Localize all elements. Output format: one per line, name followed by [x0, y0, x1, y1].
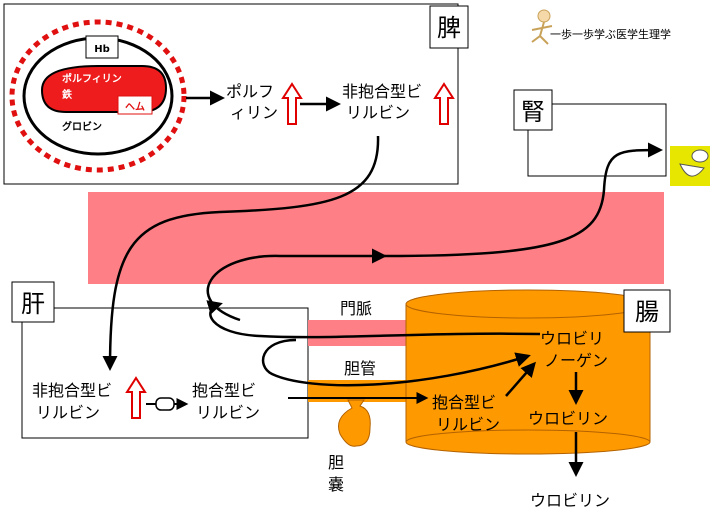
spleen-unconj-line2: リルビン [346, 103, 410, 122]
urobilin-outer-label: ウロビリン [530, 491, 610, 510]
spleen-porphyrin-line1: ポルフ [226, 82, 274, 101]
porphyrin-label: ポルフィリン [62, 72, 122, 85]
liver-unconj-line1: 非抱合型ビ [32, 381, 112, 400]
intestine [405, 289, 651, 455]
gallbladder-label-2: 嚢 [328, 475, 344, 494]
urobilin-inner-label: ウロビリン [528, 409, 608, 428]
enzyme-icon [146, 397, 189, 411]
conj-to-urobilinogen-arrow [505, 361, 536, 397]
bile-duct-label: 胆管 [344, 359, 376, 378]
urobilinogen-line2: ノーゲン [544, 351, 608, 370]
kidney-label: 腎 [521, 98, 545, 126]
liver-unconj-line2: リルビン [36, 403, 100, 422]
spleen-unconj-line1: 非抱合型ビ [342, 82, 422, 101]
intestine-conj-line1: 抱合型ビ [432, 393, 496, 412]
blood-band [88, 192, 664, 284]
spleen-porphyrin-line2: ィリン [230, 103, 278, 122]
globin-label: グロビン [62, 120, 102, 133]
hb-tag [85, 35, 119, 59]
hb-label: Hb [94, 44, 110, 55]
liver-loop-to-urobilinogen-flow [261, 338, 531, 387]
liver-conj-line2: リルビン [196, 403, 260, 422]
heme-tag [117, 95, 153, 115]
spleen-label: 脾 [437, 14, 461, 42]
red-blood-cell: Hb ポルフィリン 鉄 ヘム グロビン [9, 19, 187, 173]
kidney-box: 腎 [513, 89, 667, 177]
spleen-to-liver-flow [102, 135, 380, 371]
intestine-label-box [623, 289, 671, 333]
liver-conj-line1: 抱合型ビ [192, 381, 256, 400]
liver-label: 肝 [21, 290, 45, 318]
liver-box: 肝 [11, 281, 309, 439]
running-figure-icon [531, 9, 553, 45]
gallbladder-label-1: 胆 [328, 453, 344, 472]
portal-vein [308, 320, 418, 346]
urobilinogen-line1: ウロビリ [540, 329, 604, 348]
intestine-label: 腸 [635, 298, 659, 326]
gallbladder [338, 399, 371, 447]
toilet-icon [670, 146, 710, 186]
iron-label: 鉄 [62, 88, 72, 101]
logo-text: 一歩一歩学ぶ医学生理学 [550, 27, 671, 41]
urobilinogen-reabsorption-flow [206, 300, 541, 339]
blood-to-kidney-flow [383, 142, 663, 258]
heme-label: ヘム [125, 101, 145, 113]
portal-vein-label: 門脈 [340, 299, 372, 318]
intestine-conj-line2: リルビン [436, 415, 500, 434]
portal-to-blood-flow [206, 248, 387, 322]
